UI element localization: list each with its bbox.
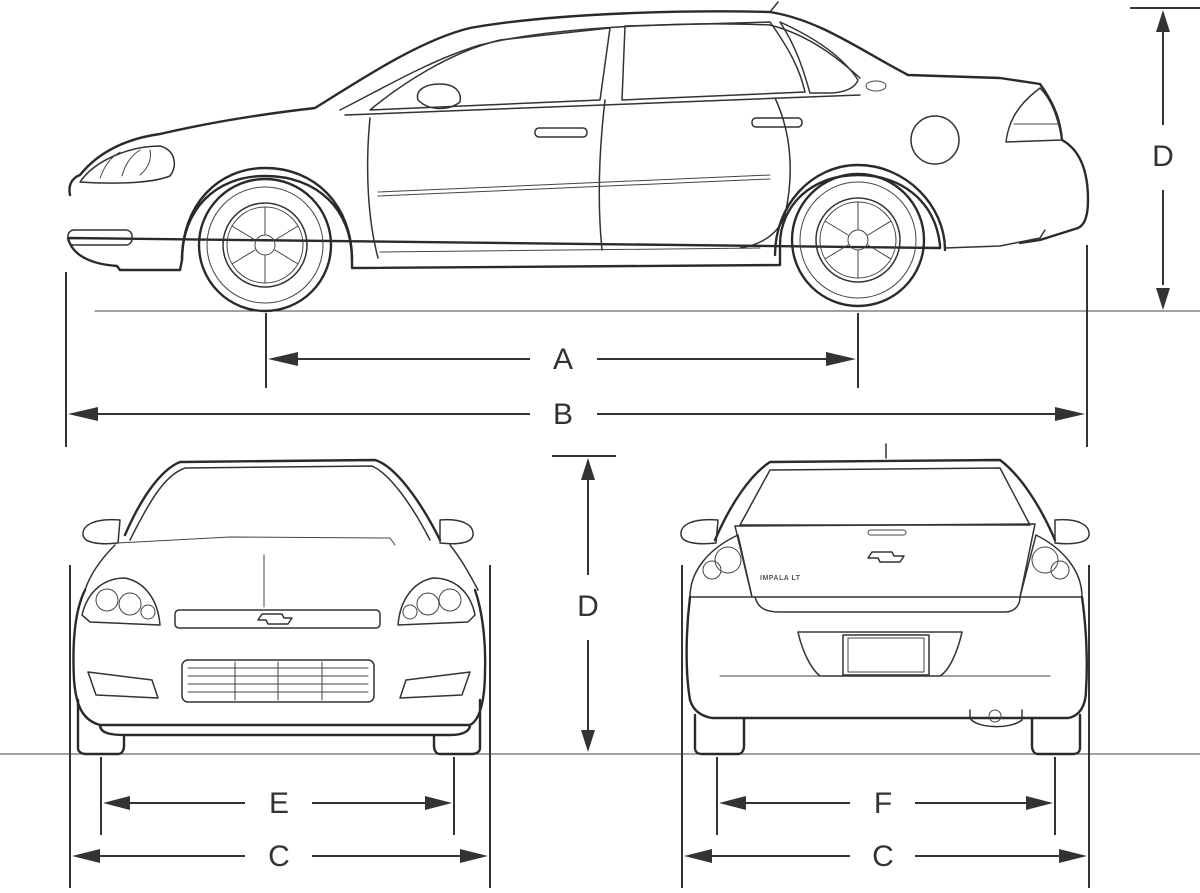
dimension-b: B [68, 398, 1085, 431]
rear-right-mirror [1054, 518, 1090, 545]
front-door-seam [366, 117, 379, 259]
side-view: D A B [65, 1, 1200, 447]
rear-wheel [790, 172, 926, 308]
dimension-label-e: E [269, 787, 289, 820]
headlight [79, 145, 176, 184]
rear-door-window [621, 21, 806, 101]
side-molding [377, 174, 771, 197]
dimension-label-d: D [1152, 140, 1174, 173]
front-right-fog-lamp [399, 671, 471, 699]
exhaust [969, 709, 1023, 728]
dimension-c-rear: C [684, 840, 1087, 873]
rear-door-seam [739, 97, 791, 249]
beltline [344, 94, 861, 116]
taillight [1005, 87, 1063, 143]
rear-bowtie-emblem [867, 551, 905, 563]
front-right-tire [432, 698, 482, 756]
dimension-label-d-front: D [577, 590, 599, 623]
side-roofline [339, 23, 861, 111]
antenna [769, 1, 779, 13]
windshield [129, 465, 431, 541]
dimension-d-side: D [1130, 7, 1200, 310]
dimension-label-a: A [553, 343, 573, 376]
lower-grille [181, 659, 375, 703]
dimension-a: A [268, 343, 856, 376]
rear-view: IMPALA LT F [659, 443, 1200, 888]
front-left-tire [76, 698, 126, 756]
rear-right-tire [1030, 713, 1082, 756]
rear-left-tire [693, 713, 746, 756]
license-plate [842, 634, 930, 676]
headlight-detail [99, 149, 151, 179]
front-bowtie-emblem [257, 613, 293, 625]
fog-light [67, 229, 133, 246]
front-roof [123, 458, 442, 542]
front-view: E C D [0, 455, 661, 888]
dimension-label-c-front: C [268, 840, 290, 873]
front-right-headlight [397, 577, 476, 626]
rear-left-mirror [680, 518, 719, 545]
front-wheel [197, 177, 333, 313]
third-brake-light [867, 529, 907, 536]
license-plate-recess [797, 631, 963, 677]
dimension-label-c-rear: C [872, 840, 894, 873]
dimension-label-f: F [874, 787, 892, 820]
dimension-label-b: B [553, 398, 573, 431]
fuel-door [910, 115, 960, 165]
b-pillar-seam [598, 99, 606, 251]
front-right-mirror [439, 518, 474, 545]
front-window [369, 27, 611, 111]
rear-door-handle [751, 117, 803, 128]
quarter-window [779, 21, 859, 94]
dimension-c-front: C [72, 840, 488, 873]
rear-body-outline [685, 595, 1088, 720]
rear-window [739, 467, 1031, 526]
wipers [116, 536, 396, 546]
model-badge: IMPALA LT [760, 575, 801, 582]
dimension-f: F [719, 787, 1053, 820]
right-taillight [1019, 534, 1083, 598]
side-mirror [416, 83, 462, 110]
rocker-line [379, 247, 761, 253]
rear-roof [713, 458, 1057, 542]
upper-grille [174, 609, 381, 629]
front-left-mirror [82, 518, 121, 545]
front-left-headlight [81, 577, 161, 626]
rear-wheel-arch [773, 163, 947, 257]
side-body-outline [66, 10, 1090, 272]
front-door-handle [534, 127, 588, 138]
left-taillight [689, 534, 753, 598]
dimension-e: E [103, 787, 452, 820]
rear-emblem [865, 80, 887, 92]
front-body-outline [72, 588, 487, 737]
front-left-fog-lamp [87, 671, 159, 699]
dimension-d-front: D [552, 455, 616, 752]
front-wheel-arch [180, 166, 354, 262]
